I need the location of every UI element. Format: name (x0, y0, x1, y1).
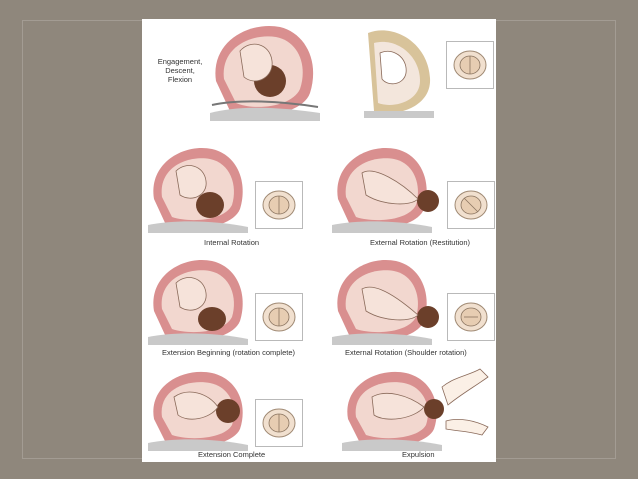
fetal-head-icon (262, 190, 296, 220)
stage-restitution: External Rotation (Restitution) (330, 141, 496, 251)
stage-shoulder-rotation: External Rotation (Shoulder rotation) (330, 253, 496, 363)
label-line: Engagement, (157, 57, 203, 66)
internal-rotation-illustration (148, 147, 248, 233)
stage-extension-complete: Extension Complete (142, 365, 317, 462)
stage-label: External Rotation (Shoulder rotation) (345, 348, 467, 357)
stage-label-engagement: Engagement, Descent, Flexion (154, 57, 206, 84)
stage-label: Extension Complete (198, 450, 266, 459)
stage-label: Expulsion (402, 450, 435, 459)
diagram-slide: Engagement, Descent, Flexion (142, 19, 496, 462)
extension-beginning-illustration (148, 259, 248, 345)
stage-internal-rotation: Internal Rotation (142, 141, 317, 251)
engagement-illustration (210, 25, 320, 121)
stage-label: Internal Rotation (204, 238, 260, 247)
label-line: Descent, (165, 66, 195, 75)
extension-complete-illustration (148, 371, 248, 451)
stage-label: Extension Beginning (rotation complete) (162, 348, 295, 357)
expulsion-illustration (342, 368, 489, 451)
fetal-head-icon (454, 302, 488, 332)
head-position-inset (255, 399, 303, 447)
fetal-head-icon (453, 50, 487, 80)
stage-2 (362, 19, 496, 134)
restitution-illustration (332, 147, 439, 233)
stage-label: External Rotation (Restitution) (370, 238, 471, 247)
fetal-head-icon (454, 190, 488, 220)
head-position-inset (447, 181, 495, 229)
stage-engagement: Engagement, Descent, Flexion (142, 19, 320, 134)
head-position-inset (255, 181, 303, 229)
fetal-head-icon (262, 408, 296, 438)
fetal-head-icon (262, 302, 296, 332)
head-position-inset (255, 293, 303, 341)
head-position-inset (446, 41, 494, 89)
stage-2-illustration (364, 30, 434, 118)
shoulder-rotation-illustration (332, 259, 439, 345)
label-line: Flexion (167, 75, 193, 84)
stage-extension-beginning: Extension Beginning (rotation complete) (142, 253, 317, 363)
stage-expulsion: Expulsion (330, 365, 496, 462)
head-position-inset (447, 293, 495, 341)
